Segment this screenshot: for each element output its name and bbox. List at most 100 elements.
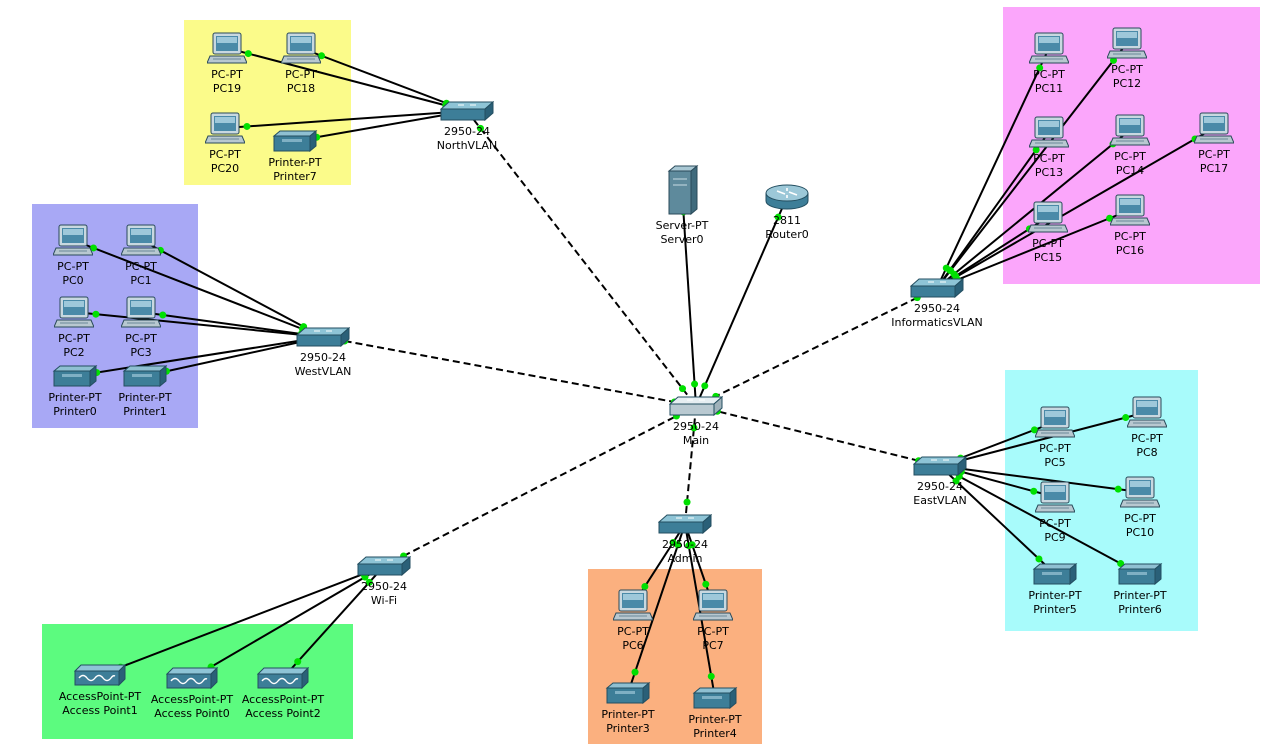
link-PC20-NorthVLAN[interactable]	[224, 110, 468, 129]
printer-icon	[122, 364, 168, 391]
link-PC0-WestVLAN[interactable]	[72, 239, 324, 338]
switch-icon	[295, 326, 351, 351]
link-Printer5-EastVLAN[interactable]	[939, 465, 1056, 575]
pc-icon	[52, 224, 94, 260]
device-name-label: PC9	[1044, 531, 1066, 544]
link-PC1-WestVLAN[interactable]	[140, 239, 324, 338]
device-type-label: Server-PT	[655, 219, 709, 232]
device-type-label: PC-PT	[1114, 230, 1146, 243]
pc-icon	[1028, 32, 1070, 68]
link-PC13-InformaticsVLAN[interactable]	[936, 131, 1050, 289]
access-point-icon	[73, 663, 127, 690]
device-type-label: Printer-PT	[48, 391, 102, 404]
link-PC12-InformaticsVLAN[interactable]	[936, 42, 1128, 289]
link-Server0-Main[interactable]	[681, 189, 697, 407]
link-PC3-WestVLAN[interactable]	[140, 311, 324, 338]
link-PC16-InformaticsVLAN[interactable]	[936, 209, 1131, 289]
link-PC8-EastVLAN[interactable]	[939, 411, 1148, 467]
port-status-light	[674, 541, 682, 549]
link-PC19-NorthVLAN[interactable]	[226, 47, 468, 112]
port-status-light	[1106, 214, 1114, 222]
pc-icon	[1034, 481, 1076, 517]
link-Admin-Main[interactable]	[684, 405, 697, 525]
link-AP1-WiFi[interactable]	[99, 565, 385, 676]
device-name-label: PC2	[63, 346, 85, 359]
device-name-label: Printer3	[606, 722, 650, 735]
device-name-label: Server0	[660, 233, 704, 246]
port-status-light	[1122, 414, 1130, 422]
link-NorthVLAN-Main[interactable]	[466, 110, 697, 407]
link-PC10-EastVLAN[interactable]	[939, 465, 1141, 493]
link-Router0-Main[interactable]	[695, 196, 788, 407]
device-name-label: Admin	[667, 552, 703, 565]
port-status-light	[1114, 485, 1122, 493]
link-Printer6-EastVLAN[interactable]	[939, 465, 1141, 575]
port-status-light	[365, 578, 373, 586]
link-WiFi-Main[interactable]	[383, 405, 697, 567]
link-AP0-WiFi[interactable]	[191, 565, 385, 679]
link-Printer3-Admin[interactable]	[627, 523, 686, 694]
link-PC18-NorthVLAN[interactable]	[300, 47, 468, 112]
port-status-light	[1030, 426, 1038, 434]
link-Printer1-WestVLAN[interactable]	[144, 336, 324, 377]
link-PC17-InformaticsVLAN[interactable]	[936, 127, 1215, 289]
device-type-label: Printer-PT	[1113, 589, 1167, 602]
north-vlan-zone	[184, 20, 351, 185]
port-status-light	[476, 124, 484, 132]
link-Printer7-NorthVLAN[interactable]	[294, 110, 468, 142]
link-Printer0-WestVLAN[interactable]	[74, 336, 324, 377]
link-WestVLAN-Main[interactable]	[322, 336, 697, 407]
port-status-light	[679, 385, 687, 393]
device-type-label: PC-PT	[1033, 68, 1065, 81]
link-InformaticsVLAN-Main[interactable]	[695, 287, 938, 407]
device-type-label: PC-PT	[211, 68, 243, 81]
device-name-label: Access Point2	[245, 707, 321, 720]
port-status-light	[159, 311, 167, 319]
printer-icon	[272, 129, 318, 156]
device-name-label: PC17	[1199, 162, 1229, 175]
link-PC11-InformaticsVLAN[interactable]	[936, 47, 1050, 289]
link-EastVLAN-Main[interactable]	[695, 405, 941, 467]
port-status-light	[1110, 56, 1118, 64]
link-PC2-WestVLAN[interactable]	[73, 311, 324, 338]
